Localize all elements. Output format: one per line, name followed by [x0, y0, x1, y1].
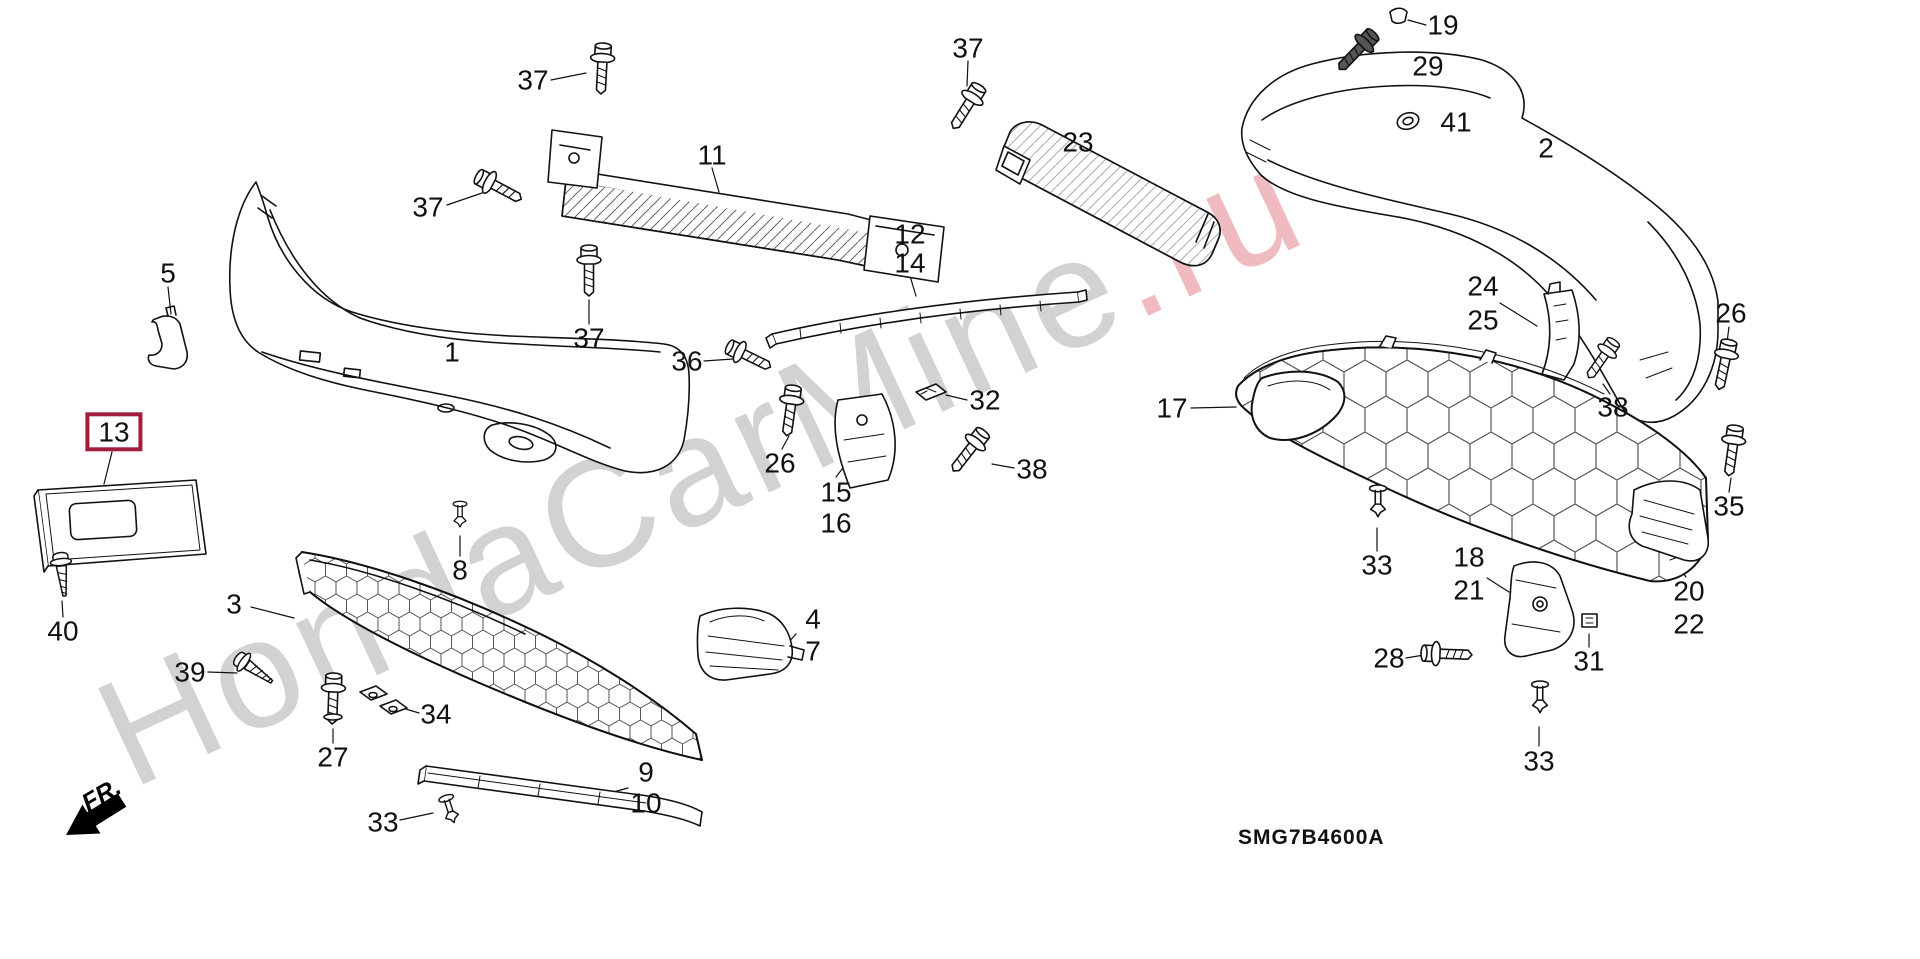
- part-37-bolt-c[interactable]: [576, 244, 602, 297]
- part-label-8-27[interactable]: 8: [452, 554, 468, 586]
- part-label-5-11[interactable]: 5: [160, 257, 176, 289]
- part-34-nut-clip[interactable]: [359, 685, 408, 715]
- part-label-31-41[interactable]: 31: [1573, 645, 1605, 677]
- part-label-28-40[interactable]: 28: [1373, 642, 1405, 674]
- part-label-1-14[interactable]: 1: [444, 336, 460, 368]
- part-37-bolt-d[interactable]: [942, 77, 992, 136]
- part-32-clip[interactable]: [915, 383, 947, 401]
- part-27-washer[interactable]: [323, 713, 343, 721]
- part-label-18-30[interactable]: 18: [1453, 541, 1485, 573]
- part-33-clip-c[interactable]: [1530, 680, 1550, 714]
- part-3-front-grille[interactable]: [295, 551, 703, 761]
- part-label-29-6[interactable]: 29: [1412, 50, 1444, 82]
- part-label-7-37[interactable]: 7: [805, 635, 821, 667]
- part-18-21-bracket[interactable]: [1503, 561, 1575, 658]
- part-label-3-28[interactable]: 3: [226, 588, 242, 620]
- part-label-35-26[interactable]: 35: [1713, 490, 1745, 522]
- part-label-22-33[interactable]: 22: [1673, 608, 1705, 640]
- part-23-rear-beam[interactable]: [995, 121, 1221, 267]
- part-label-33-29[interactable]: 33: [1361, 549, 1393, 581]
- part-33-clip-a[interactable]: [437, 792, 463, 826]
- part-39-screw[interactable]: [229, 647, 279, 692]
- part-13-license-garnish[interactable]: [33, 479, 207, 573]
- part-28-bolt[interactable]: [1419, 640, 1474, 668]
- part-label-26-18[interactable]: 26: [1715, 297, 1747, 329]
- part-11-front-beam[interactable]: [547, 129, 945, 283]
- part-37-bolt-b[interactable]: [469, 163, 528, 211]
- part-38-bolt-left[interactable]: [942, 422, 995, 480]
- part-label-21-31[interactable]: 21: [1453, 574, 1485, 606]
- part-label-15-21[interactable]: 15: [820, 476, 852, 508]
- part-37-bolt-a[interactable]: [587, 41, 617, 96]
- part-label-9-42[interactable]: 9: [638, 756, 654, 788]
- part-label-4-36[interactable]: 4: [805, 603, 821, 635]
- part-label-32-15[interactable]: 32: [969, 384, 1001, 416]
- part-1-front-bumper[interactable]: [228, 181, 691, 474]
- part-41-grommet[interactable]: [1395, 110, 1421, 132]
- part-35-bolt[interactable]: [1715, 422, 1749, 479]
- part-label-37-2[interactable]: 37: [412, 191, 444, 223]
- part-label-37-0[interactable]: 37: [517, 64, 549, 96]
- fr-arrow-icon: [66, 793, 127, 835]
- part-24-25-bracket[interactable]: [1541, 281, 1580, 381]
- part-8-clip[interactable]: [452, 500, 468, 528]
- part-4-7-fog-garnish[interactable]: [696, 607, 805, 681]
- part-label-33-44[interactable]: 33: [367, 806, 399, 838]
- part-label-17-25[interactable]: 17: [1156, 392, 1188, 424]
- part-label-40-34[interactable]: 40: [47, 615, 79, 647]
- part-label-12-9[interactable]: 12: [894, 218, 926, 250]
- part-label-10-43[interactable]: 10: [630, 787, 662, 819]
- part-12-14-molding[interactable]: [765, 289, 1088, 349]
- part-label-14-10[interactable]: 14: [894, 247, 926, 279]
- part-label-19-5[interactable]: 19: [1427, 9, 1459, 41]
- part-label-38-24[interactable]: 38: [1597, 391, 1629, 423]
- part-label-11-1[interactable]: 11: [697, 139, 727, 171]
- part-label-36-13[interactable]: 36: [671, 345, 703, 377]
- part-label-37-3[interactable]: 37: [952, 32, 984, 64]
- part-label-25-17[interactable]: 25: [1467, 304, 1499, 336]
- part-15-16-bracket[interactable]: [834, 393, 896, 489]
- part-17-rear-grille[interactable]: [1235, 335, 1709, 583]
- part-label-41-7[interactable]: 41: [1440, 106, 1472, 138]
- part-label-13-19[interactable]: 13: [85, 412, 143, 452]
- part-26-bolt-left[interactable]: [773, 382, 807, 439]
- fasteners: [48, 23, 1749, 826]
- part-label-2-8[interactable]: 2: [1538, 132, 1554, 164]
- part-label-39-35[interactable]: 39: [174, 656, 206, 688]
- part-label-38-23[interactable]: 38: [1016, 453, 1048, 485]
- diagram-code: SMG7B4600A: [1238, 826, 1385, 849]
- part-label-26-20[interactable]: 26: [764, 447, 796, 479]
- part-label-23-4[interactable]: 23: [1062, 126, 1094, 158]
- part-9-10-lower-molding[interactable]: [417, 765, 703, 827]
- fr-indicator: FR.: [66, 773, 127, 835]
- part-20-22-corner-garnish[interactable]: [1628, 480, 1709, 562]
- part-label-27-38[interactable]: 27: [317, 741, 349, 773]
- part-label-37-12[interactable]: 37: [573, 322, 605, 354]
- part-5-bracket[interactable]: [147, 305, 189, 370]
- part-label-33-45[interactable]: 33: [1523, 745, 1555, 777]
- part-label-24-16[interactable]: 24: [1467, 270, 1499, 302]
- part-31-clip[interactable]: [1581, 613, 1598, 628]
- part-label-34-39[interactable]: 34: [420, 698, 452, 730]
- part-label-16-22[interactable]: 16: [820, 507, 852, 539]
- part-label-20-32[interactable]: 20: [1673, 575, 1705, 607]
- part-33-clip-b[interactable]: [1368, 484, 1388, 518]
- part-19-clip[interactable]: [1389, 7, 1408, 25]
